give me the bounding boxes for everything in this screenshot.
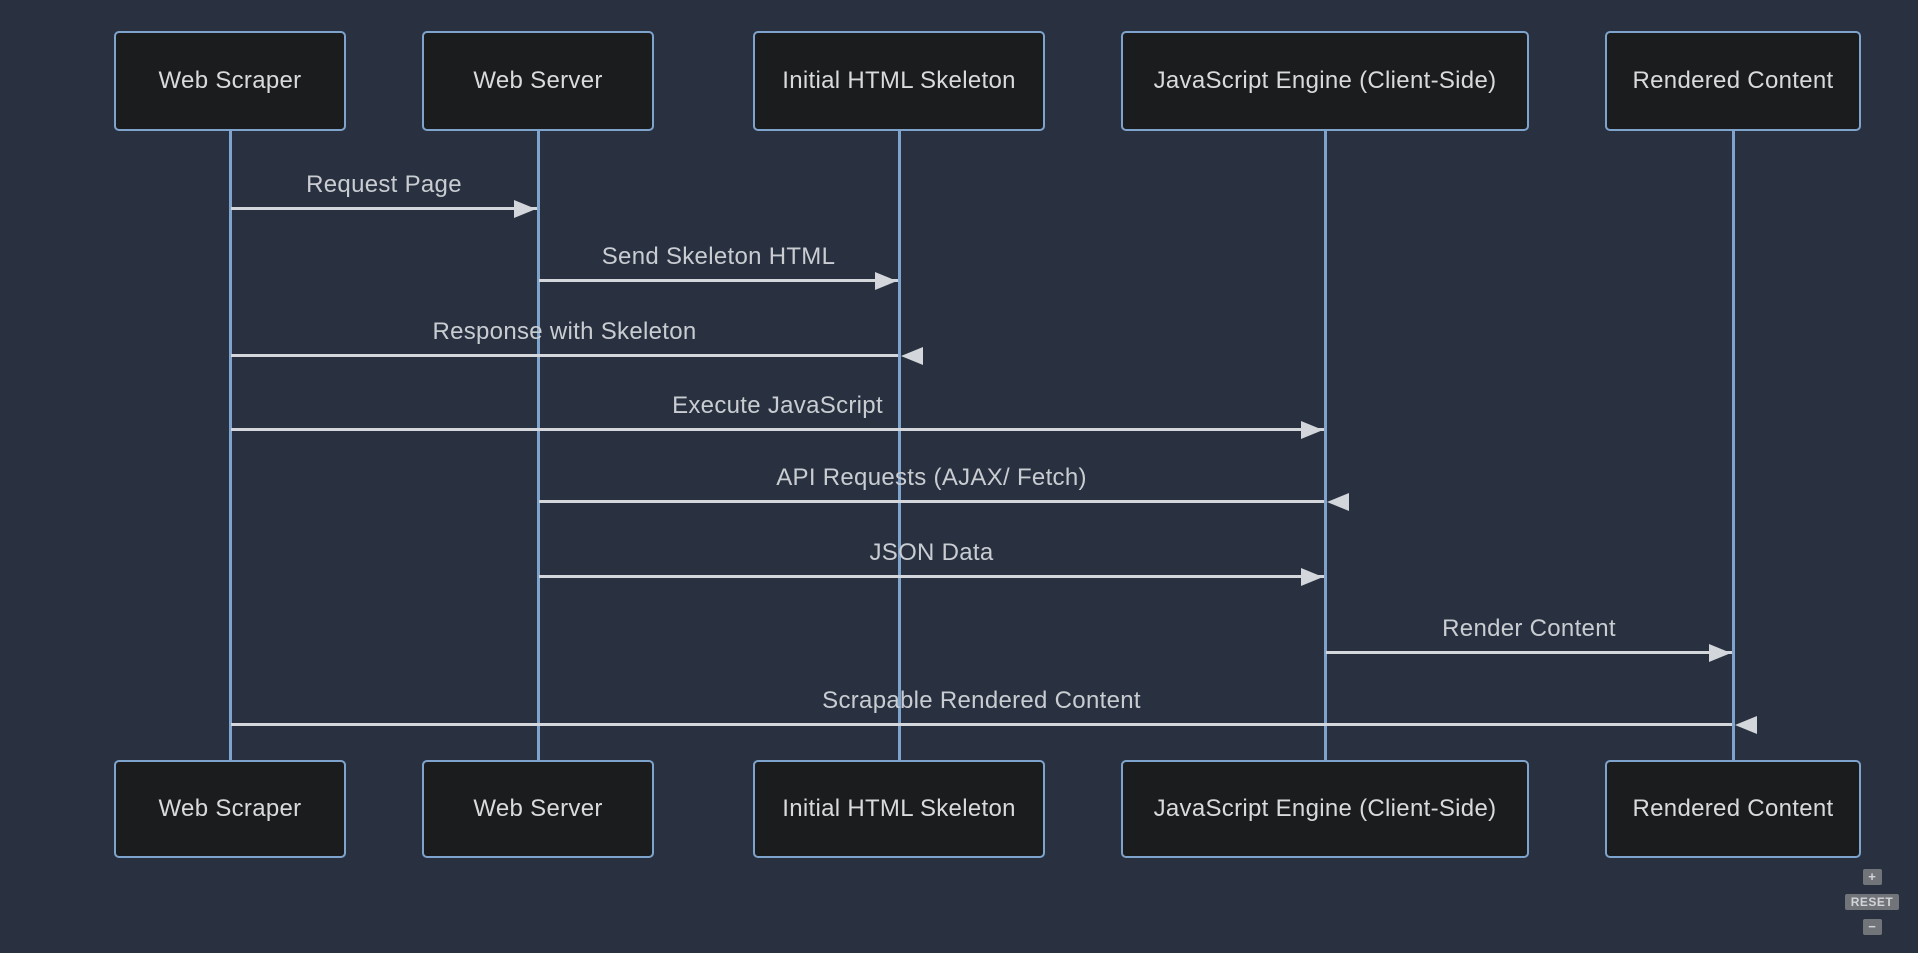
lifeline-javascript-engine xyxy=(1323,131,1327,760)
actor-bottom-web-server: Web Server xyxy=(422,760,654,858)
lifeline-web-server xyxy=(536,131,540,760)
message-arrowhead-right xyxy=(1301,420,1323,439)
message-label: JSON Data xyxy=(869,539,994,566)
actor-bottom-initial-html-skeleton: Initial HTML Skeleton xyxy=(753,760,1045,858)
lifeline-initial-html-skeleton xyxy=(897,131,901,760)
message-label: Render Content xyxy=(1442,615,1616,642)
lifeline-rendered-content xyxy=(1731,131,1735,760)
message-line xyxy=(1326,651,1732,654)
actor-top-rendered-content: Rendered Content xyxy=(1605,31,1861,131)
actor-top-web-server: Web Server xyxy=(422,31,654,131)
actor-top-web-scraper: Web Scraper xyxy=(114,31,346,131)
message-arrowhead-right xyxy=(514,199,536,218)
message-arrowhead-left xyxy=(901,346,923,365)
lifeline-web-scraper xyxy=(228,131,232,760)
message-line xyxy=(539,279,898,282)
message-line xyxy=(231,354,898,357)
message-label: Response with Skeleton xyxy=(432,318,697,345)
actor-bottom-web-scraper: Web Scraper xyxy=(114,760,346,858)
zoom-reset-button[interactable]: RESET xyxy=(1845,894,1899,910)
message-line xyxy=(539,500,1324,503)
message-label: Send Skeleton HTML xyxy=(601,243,836,270)
message-label: Request Page xyxy=(306,171,462,198)
actor-bottom-javascript-engine: JavaScript Engine (Client-Side) xyxy=(1121,760,1529,858)
message-label: Execute JavaScript xyxy=(672,392,883,419)
message-arrowhead-right xyxy=(875,271,897,290)
message-line xyxy=(231,723,1732,726)
zoom-out-button[interactable]: − xyxy=(1862,919,1882,935)
message-line xyxy=(539,575,1324,578)
actor-top-javascript-engine: JavaScript Engine (Client-Side) xyxy=(1121,31,1529,131)
actor-top-initial-html-skeleton: Initial HTML Skeleton xyxy=(753,31,1045,131)
zoom-in-button[interactable]: + xyxy=(1862,869,1882,885)
message-line xyxy=(231,428,1324,431)
message-arrowhead-right xyxy=(1709,643,1731,662)
message-label: Scrapable Rendered Content xyxy=(822,687,1141,714)
message-line xyxy=(231,207,537,210)
message-arrowhead-left xyxy=(1735,715,1757,734)
actor-bottom-rendered-content: Rendered Content xyxy=(1605,760,1861,858)
message-arrowhead-right xyxy=(1301,567,1323,586)
message-label: API Requests (AJAX/ Fetch) xyxy=(776,464,1087,491)
message-arrowhead-left xyxy=(1327,492,1349,511)
zoom-controls: + RESET − xyxy=(1845,869,1899,935)
